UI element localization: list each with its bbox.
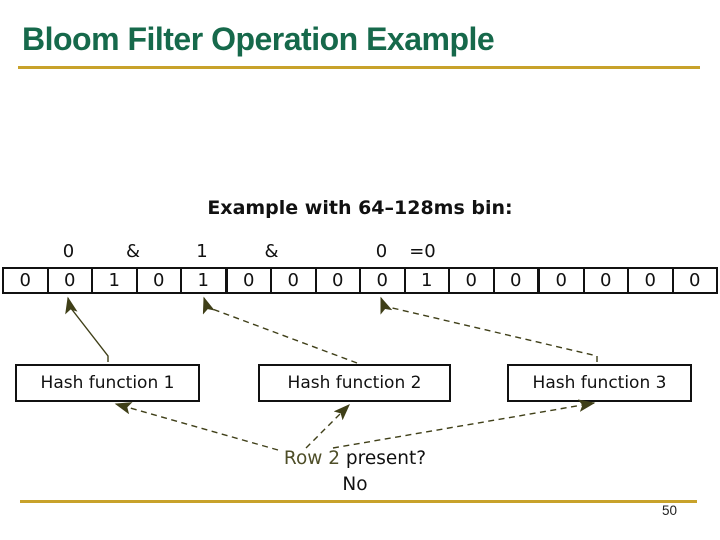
bit-cell: 0	[314, 269, 360, 292]
arrow-hash3-to-cell	[380, 296, 598, 362]
expr-operand-2: 1	[196, 241, 208, 262]
expr-operand-1: 0	[62, 241, 75, 262]
figure-caption: Example with 64–128ms bin:	[207, 197, 513, 219]
bit-cell: 0	[46, 269, 92, 292]
bit-cell: 0	[224, 269, 271, 292]
bit-cell: 0	[19, 269, 31, 291]
arrow-query-to-hash3	[332, 399, 596, 449]
expr-result: =0	[409, 241, 436, 262]
bit-cell: 0	[135, 269, 181, 292]
query-row-label: Row 2	[283, 448, 341, 469]
title-underline	[18, 66, 700, 69]
bit-cell: 0	[448, 269, 493, 292]
bit-cell: 1	[180, 269, 225, 292]
bit-cell: 0	[359, 269, 404, 292]
bit-cell: 1	[403, 269, 449, 292]
hash-function-3-box: Hash function 3	[507, 364, 692, 402]
bloom-filter-bit-array: 0 0 1 0 1 0 0 0 0 1 0 0 0 0 0 0	[2, 267, 718, 294]
arrow-query-to-hash2	[305, 404, 350, 449]
bit-cell: 0	[582, 269, 628, 292]
expr-and-2: &	[264, 241, 279, 262]
bit-cell: 0	[627, 269, 672, 292]
expr-operand-3: 0	[375, 241, 388, 262]
footer-rule	[20, 500, 697, 503]
bit-cell: 0	[671, 269, 717, 292]
query-text: Row 2 present? No	[252, 446, 458, 498]
page-number: 50	[661, 503, 677, 518]
expr-and-1: &	[125, 241, 141, 262]
query-answer: No	[342, 474, 368, 495]
bit-cell: 0	[537, 269, 583, 292]
arrow-hash1-to-cell	[65, 296, 109, 362]
bit-cell: 0	[270, 269, 315, 292]
bit-cell: 0	[492, 269, 538, 292]
hash-function-2-box: Hash function 2	[258, 364, 451, 402]
slide-title: Bloom Filter Operation Example	[22, 21, 495, 57]
query-question-rest: present?	[340, 448, 427, 469]
hash-function-1-box: Hash function 1	[15, 364, 200, 402]
query-question: Row 2 present?	[252, 446, 458, 472]
arrow-hash2-to-cell	[202, 296, 358, 364]
arrow-query-to-hash1	[114, 402, 279, 451]
bit-cell: 1	[91, 269, 136, 292]
